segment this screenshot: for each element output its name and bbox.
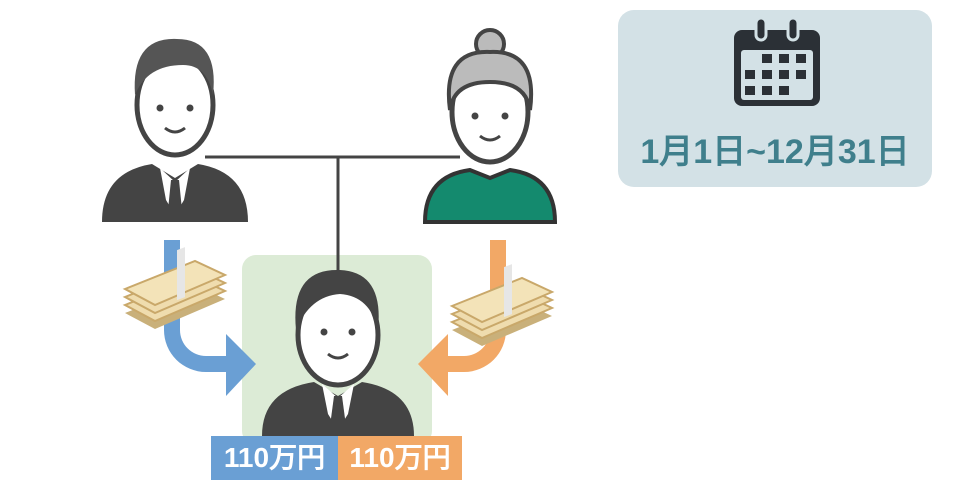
family-connector-lines	[205, 155, 460, 272]
calendar-icon	[734, 16, 820, 106]
money-stack-icon	[449, 264, 555, 346]
man-icon	[262, 269, 414, 436]
grandmother-gift-amount: 110万円	[338, 436, 462, 480]
period-label: 1月1日~12月31日	[640, 133, 910, 171]
money-stack-icon	[122, 247, 228, 329]
grandfather-gift-amount: 110万円	[211, 436, 338, 480]
period-card: 1月1日~12月31日	[618, 10, 932, 187]
grandfather-icon	[102, 38, 248, 222]
grandmother-icon	[422, 28, 558, 224]
